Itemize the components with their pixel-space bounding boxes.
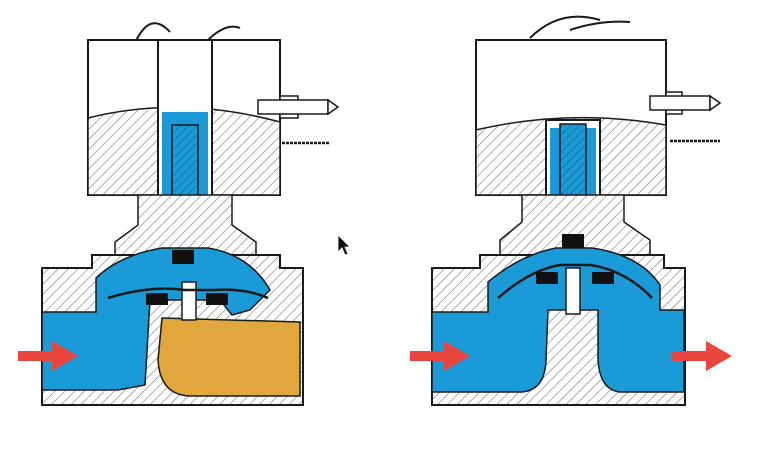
diaphragm-seal-right xyxy=(206,293,228,305)
pilot-seal xyxy=(172,250,194,264)
electrical-connector xyxy=(257,95,340,145)
inlet-flow-arrow xyxy=(410,341,470,371)
valve-open-view xyxy=(410,15,732,406)
diaphragm xyxy=(107,287,269,300)
valve-seat xyxy=(565,267,581,315)
diaphragm xyxy=(497,263,653,299)
coil-clip xyxy=(529,15,631,39)
diaphragm-seal-right xyxy=(592,272,614,284)
pilot-seal xyxy=(562,234,584,248)
inlet-flow-arrow xyxy=(18,341,78,371)
mouse-pointer-icon xyxy=(337,234,351,256)
diaphragm-seal-left xyxy=(146,293,168,305)
outlet-chamber xyxy=(157,317,301,397)
electrical-connector xyxy=(649,91,722,143)
diaphragm-seal-left xyxy=(536,272,558,284)
inlet-chamber xyxy=(41,247,271,391)
flow-passage xyxy=(431,247,685,393)
valve-seat xyxy=(181,281,197,321)
valve-closed-view xyxy=(18,22,340,406)
outlet-flow-arrow xyxy=(672,341,732,371)
